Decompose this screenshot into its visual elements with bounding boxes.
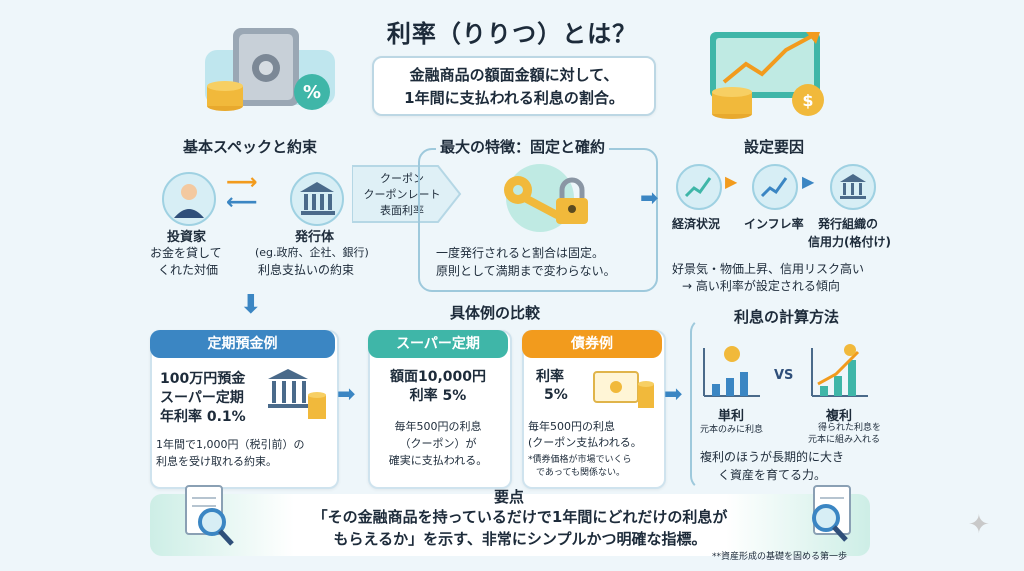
chart-up-icon: $: [696, 22, 846, 122]
deposit-desc1: 1年間で1,000円（税引前）の: [156, 438, 305, 451]
calc-summary1: 複利のほうが長期的に大き: [700, 450, 845, 464]
issuer-label: 発行体: [295, 230, 335, 245]
lock-icon: [552, 176, 592, 226]
super-desc3: 確実に支払われる。: [388, 454, 488, 467]
aliases-arrow: [351, 162, 462, 226]
issuer-desc2: 利息支払いの約束: [258, 263, 355, 277]
vs-label: VS: [774, 368, 794, 383]
deposit-arrow: ➡: [337, 382, 356, 407]
factor-arrow1: ▶: [725, 172, 738, 191]
bond-note1: *債券価格が市場でいくら: [528, 455, 632, 465]
feature-desc1: 一度発行されると割合は固定。: [436, 246, 605, 260]
super-line2: 利率 5%: [409, 388, 467, 404]
deposit-pill: 定期預金例: [150, 330, 335, 358]
summary-band: [150, 494, 870, 556]
factors-note1: 好景気・物価上昇、信用リスク高い: [672, 262, 865, 276]
bank-icon: [290, 172, 344, 226]
issuer-desc1: (eg.政府、企社、銀行): [255, 246, 369, 259]
calc-summary2: く資産を育てる力。: [718, 468, 827, 482]
bond-pill: 債券例: [522, 330, 662, 358]
safe-icon: [195, 20, 345, 120]
page-title: 利率（りりつ）とは？: [386, 20, 638, 48]
compound-label: 複利: [826, 409, 853, 424]
alias-face-rate: 表面利率: [380, 204, 424, 217]
bank-small-icon: [830, 164, 876, 210]
bond-line2: 5%: [544, 387, 568, 403]
simple-desc: 元本のみに利息: [700, 425, 764, 435]
person-icon: [162, 172, 216, 226]
feature-heading: 最大の特徴：固定と確約: [436, 136, 610, 157]
calc-panel: [690, 318, 880, 490]
alias-coupon-rate: クーポンレート: [363, 188, 441, 201]
factor-issuer: 発行組織の: [818, 217, 879, 231]
alias-coupon: クーポン: [380, 172, 424, 185]
compound-desc2: 元本に組み入れる: [808, 435, 881, 445]
deposit-desc2: 利息を受け取れる約束。: [156, 455, 277, 468]
basic-heading: 基本スペックと約束: [183, 138, 317, 156]
calc-heading: 利息の計算方法: [734, 308, 840, 326]
arrow-right-icon: ⟶: [226, 170, 258, 195]
examples-heading: 具体例の比較: [450, 304, 541, 322]
svg-text:%: %: [303, 82, 321, 103]
factors-note2: → 高い利率が設定される傾向: [682, 279, 840, 293]
deposit-line2: スーパー定期: [160, 390, 244, 406]
bond-desc2: (クーポン支払われる。: [528, 436, 642, 449]
arrow-left-icon: ⟵: [226, 190, 258, 215]
summary-heading: 要点: [494, 488, 525, 506]
definition-box: 金融商品の額面金額に対して、 1年間に支払われる利息の割合。: [372, 56, 656, 116]
investor-desc1: お金を貸して: [150, 246, 222, 260]
bond-desc1: 毎年500円の利息: [528, 420, 615, 433]
super-line1: 額面10,000円: [389, 369, 487, 385]
factor-inflation: インフレ率: [744, 217, 804, 231]
factor-economy: 経済状況: [672, 217, 721, 231]
bank-coins-icon: [264, 365, 328, 421]
magnifier-document-icon: [180, 482, 240, 552]
svg-text:$: $: [802, 91, 813, 110]
feature-desc2: 原則として満期まで変わらない。: [436, 264, 616, 278]
super-pill: スーパー定期: [368, 330, 508, 358]
factor-credit: 信用力(格付け): [808, 235, 891, 249]
bond-line1: 利率: [536, 369, 564, 385]
definition-line2: 1年間に支払われる利息の割合。: [404, 89, 624, 107]
summary-footnote: **資産形成の基礎を固める第一歩: [712, 552, 848, 562]
factors-heading: 設定要因: [744, 138, 805, 156]
deposit-line1: 100万円預金: [160, 371, 246, 387]
certificate-coins-icon: [592, 368, 656, 412]
investor-label: 投資家: [167, 230, 207, 245]
summary-line1: 「その金融商品を持っているだけで1年間にどれだけの利息が: [312, 508, 728, 526]
simple-interest-chart-icon: [700, 340, 764, 400]
sparkle-icon: ✦: [968, 510, 990, 540]
compound-desc1: 得られた利息を: [818, 423, 882, 433]
super-desc2: （クーポン）が: [399, 437, 477, 450]
summary-line2: もらえるか」を示す、非常にシンプルかつ明確な指標。: [333, 530, 707, 548]
deposit-line3: 年利率 0.1%: [160, 409, 246, 425]
percent-icon: %: [292, 72, 332, 112]
arrow-down-icon: ⬇: [240, 290, 262, 320]
bond-arrow: ➡: [664, 382, 683, 407]
bond-note2: であっても関係ない。: [536, 468, 626, 478]
chart-economy-icon: [676, 164, 722, 210]
compound-interest-chart-icon: [808, 340, 872, 400]
chart-inflation-icon: [752, 164, 798, 210]
magnifier-document-right-icon: [800, 482, 860, 552]
arrow-to-factors: ➡: [640, 186, 659, 211]
simple-label: 単利: [718, 409, 745, 424]
super-desc1: 毎年500円の利息: [394, 420, 482, 433]
investor-desc2: くれた対価: [158, 263, 219, 277]
definition-line1: 金融商品の額面金額に対して、: [409, 66, 619, 84]
factor-arrow2: ▶: [802, 172, 815, 191]
